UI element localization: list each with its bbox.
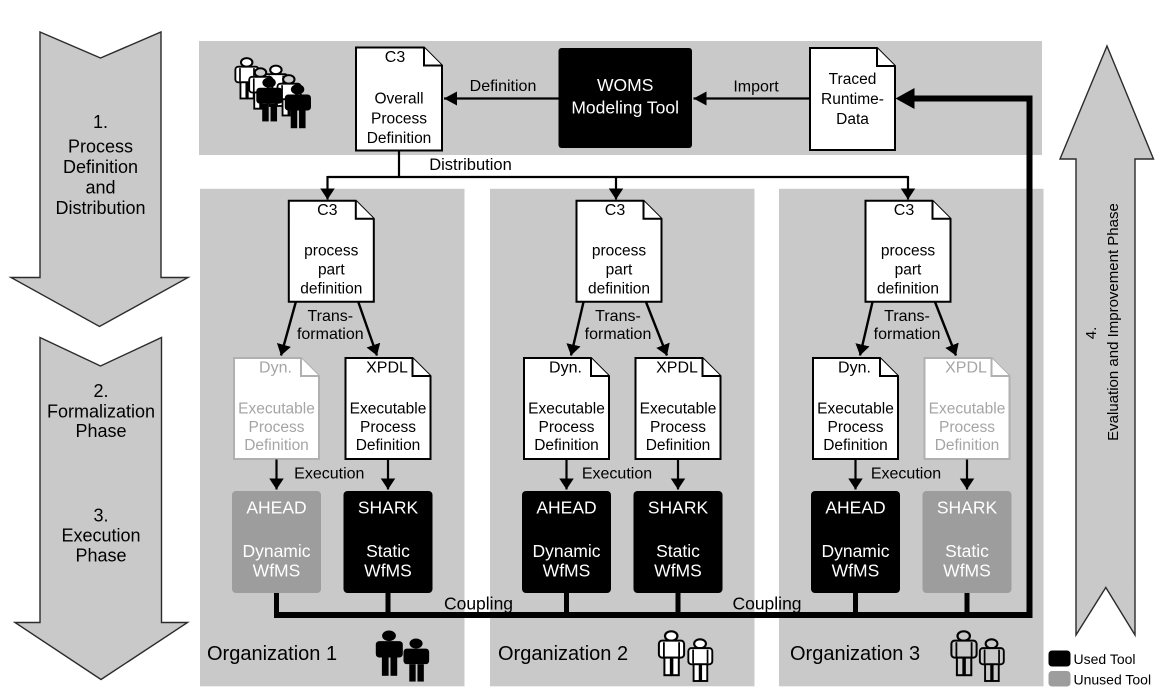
svg-text:4.: 4. [1083,327,1100,340]
svg-text:Execution: Execution [582,465,652,482]
svg-text:2.: 2. [93,381,108,401]
svg-text:XPDL: XPDL [945,360,987,377]
svg-text:Definition: Definition [646,437,711,454]
svg-text:WfMS: WfMS [364,561,412,581]
svg-text:Definition: Definition [823,437,888,454]
svg-text:C3: C3 [385,49,406,66]
svg-text:Trans-: Trans- [595,308,641,325]
svg-text:part: part [895,262,922,279]
svg-text:Definition: Definition [244,437,309,454]
svg-text:AHEAD: AHEAD [825,498,885,518]
svg-text:Formalization: Formalization [47,401,155,421]
svg-text:Runtime-: Runtime- [821,91,884,108]
svg-text:part: part [606,262,633,279]
svg-text:definition: definition [300,281,362,298]
svg-text:Dyn.: Dyn. [549,360,582,377]
svg-text:WfMS: WfMS [832,561,880,581]
svg-text:Phase: Phase [75,421,126,441]
svg-text:Executable: Executable [929,401,1006,418]
svg-text:definition: definition [588,281,650,298]
svg-text:Dynamic: Dynamic [532,541,600,561]
svg-text:Executable: Executable [817,401,894,418]
svg-text:Process: Process [68,137,133,157]
svg-text:XPDL: XPDL [366,360,408,377]
svg-text:process: process [304,243,359,260]
svg-text:process: process [881,243,936,260]
svg-text:Definition: Definition [367,130,432,147]
svg-text:Organization 3: Organization 3 [790,643,920,665]
svg-text:AHEAD: AHEAD [536,498,596,518]
svg-text:Coupling: Coupling [732,594,801,614]
svg-text:Executable: Executable [528,401,605,418]
svg-text:1.: 1. [93,112,108,132]
svg-text:Execution: Execution [294,465,364,482]
svg-text:WfMS: WfMS [943,561,991,581]
svg-text:WfMS: WfMS [543,561,591,581]
svg-text:Executable: Executable [238,401,315,418]
svg-text:Trans-: Trans- [307,308,353,325]
svg-text:Dyn.: Dyn. [838,360,871,377]
svg-text:Process: Process [939,419,995,436]
svg-text:Execution: Execution [871,465,941,482]
svg-text:Used Tool: Used Tool [1074,651,1136,667]
svg-text:Phase: Phase [75,546,126,566]
svg-text:Static: Static [656,541,700,561]
svg-text:C3: C3 [317,202,338,219]
svg-text:Process: Process [371,110,427,127]
svg-text:definition: definition [877,281,939,298]
svg-text:Distribution: Distribution [429,156,512,174]
svg-text:Definition: Definition [470,78,537,95]
svg-text:Definition: Definition [534,437,599,454]
svg-text:Static: Static [366,541,410,561]
svg-text:Evaluation and Improvement Pha: Evaluation and Improvement Phase [1105,203,1122,441]
svg-text:Static: Static [945,541,989,561]
svg-text:Execution: Execution [61,526,140,546]
svg-text:Definition: Definition [935,437,1000,454]
svg-text:Definition: Definition [63,157,138,177]
svg-text:process: process [592,243,647,260]
svg-text:Overall: Overall [374,90,423,107]
svg-text:Modeling Tool: Modeling Tool [571,98,679,118]
svg-text:Dynamic: Dynamic [821,541,889,561]
svg-text:Process: Process [249,419,305,436]
svg-text:Dynamic: Dynamic [242,541,310,561]
svg-text:Process: Process [539,419,595,436]
svg-text:Executable: Executable [350,401,427,418]
svg-text:Import: Import [733,79,779,96]
svg-text:Coupling: Coupling [444,594,513,614]
svg-text:C3: C3 [894,202,915,219]
svg-text:formation: formation [297,326,364,343]
svg-text:Organization 1: Organization 1 [207,643,337,665]
svg-text:Distribution: Distribution [55,198,145,218]
svg-text:SHARK: SHARK [358,498,419,518]
svg-text:formation: formation [585,326,652,343]
svg-text:WfMS: WfMS [654,561,702,581]
svg-text:WfMS: WfMS [253,561,301,581]
svg-text:Process: Process [360,419,416,436]
svg-text:Trans-: Trans- [884,308,930,325]
svg-text:and: and [85,178,115,198]
svg-text:SHARK: SHARK [648,498,709,518]
svg-text:Dyn.: Dyn. [259,360,292,377]
svg-text:SHARK: SHARK [937,498,998,518]
svg-text:WOMS: WOMS [597,75,653,95]
svg-text:formation: formation [874,326,941,343]
svg-text:Process: Process [828,419,884,436]
svg-text:Definition: Definition [356,437,421,454]
svg-text:Traced: Traced [829,71,877,88]
svg-text:Unused Tool: Unused Tool [1074,672,1152,688]
svg-text:C3: C3 [605,202,626,219]
svg-text:Data: Data [836,111,869,128]
svg-text:3.: 3. [93,505,108,525]
svg-text:Organization 2: Organization 2 [498,643,628,665]
svg-text:AHEAD: AHEAD [246,498,306,518]
svg-text:Process: Process [650,419,706,436]
svg-text:Executable: Executable [640,401,717,418]
svg-text:part: part [318,262,345,279]
svg-text:XPDL: XPDL [656,360,698,377]
